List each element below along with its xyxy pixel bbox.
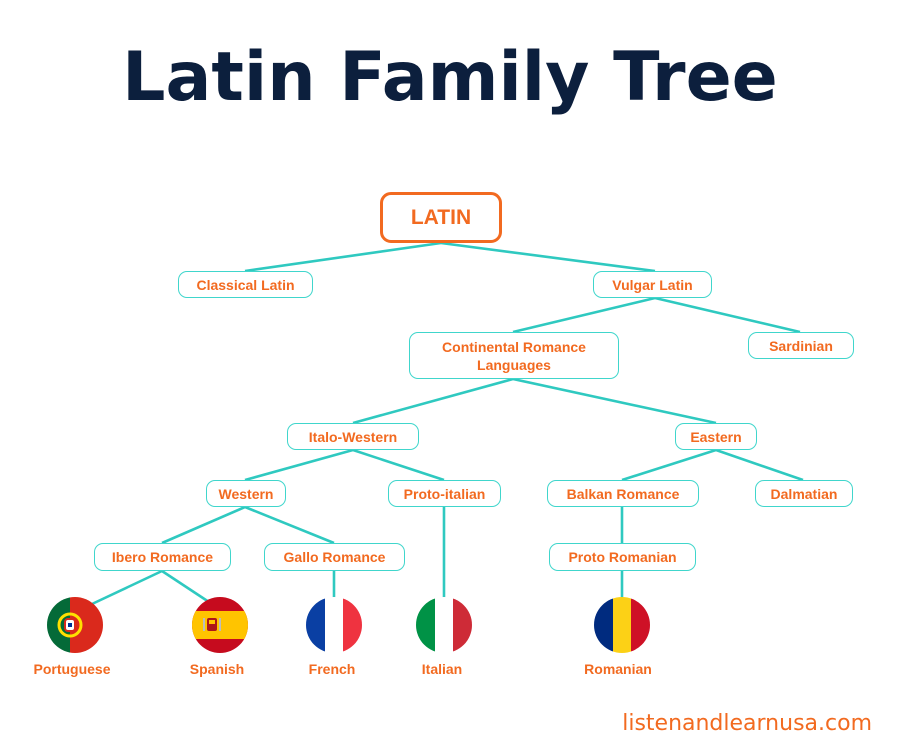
italy-flag-icon xyxy=(416,597,472,653)
node-vulgar-latin: Vulgar Latin xyxy=(593,271,712,298)
site-watermark[interactable]: listenandlearnusa.com xyxy=(622,711,872,736)
node-dalmatian: Dalmatian xyxy=(755,480,853,507)
language-label-portuguese: Portuguese xyxy=(33,661,111,677)
language-label-spanish: Spanish xyxy=(189,661,245,677)
node-sardinian: Sardinian xyxy=(748,332,854,359)
language-label-french: French xyxy=(308,661,356,677)
node-ibero-romance: Ibero Romance xyxy=(94,543,231,571)
france-flag-icon xyxy=(306,597,362,653)
node-proto-romanian: Proto Romanian xyxy=(549,543,696,571)
node-western: Western xyxy=(206,480,286,507)
language-label-romanian: Romanian xyxy=(584,661,652,677)
node-proto-italian: Proto-italian xyxy=(388,480,501,507)
node-eastern: Eastern xyxy=(675,423,757,450)
portugal-flag-icon xyxy=(47,597,103,653)
node-gallo-romance: Gallo Romance xyxy=(264,543,405,571)
romania-flag-icon xyxy=(594,597,650,653)
node-continental-romance: Continental Romance Languages xyxy=(409,332,619,379)
spain-flag-icon xyxy=(192,597,248,653)
page-title: Latin Family Tree xyxy=(122,38,778,117)
node-italo-western: Italo-Western xyxy=(287,423,419,450)
node-balkan-romance: Balkan Romance xyxy=(547,480,699,507)
node-classical-latin: Classical Latin xyxy=(178,271,313,298)
node-latin: LATIN xyxy=(380,192,502,243)
language-label-italian: Italian xyxy=(421,661,463,677)
